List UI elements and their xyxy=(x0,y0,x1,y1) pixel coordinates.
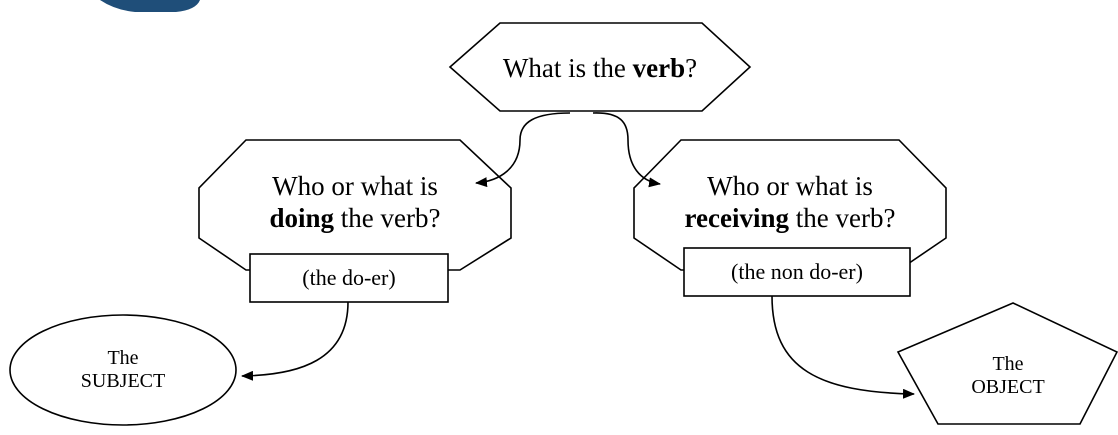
receiver-label-box xyxy=(683,247,911,297)
object-line1: The xyxy=(992,353,1024,375)
doer-question-line2: doing the verb? xyxy=(269,203,441,234)
verb-question-hexagon xyxy=(448,22,752,112)
receiver-question-line1: Who or what is xyxy=(707,171,873,201)
doer-question-text: Who or what is doing the verb? xyxy=(205,170,505,235)
object-text: The OBJECT xyxy=(928,353,1088,399)
logo-fragment xyxy=(100,0,200,12)
receiver-question-line2: receiving the verb? xyxy=(684,203,896,234)
arrow-receiver-to-object xyxy=(771,295,915,399)
doer-label-box xyxy=(249,253,449,303)
doer-label: (the do-er) xyxy=(302,265,396,290)
subject-text: The SUBJECT xyxy=(10,347,236,393)
subject-line1: The xyxy=(107,347,139,369)
doer-question-octagon xyxy=(198,139,512,271)
arrow-verb-to-doer xyxy=(475,112,571,188)
verb-question-text: What is the verb? xyxy=(502,53,698,83)
object-line2: OBJECT xyxy=(971,376,1045,398)
arrow-doer-to-subject xyxy=(241,301,349,381)
subject-ellipse xyxy=(9,314,237,426)
doer-question-line1: Who or what is xyxy=(272,171,438,201)
receiver-question-text: Who or what is receiving the verb? xyxy=(640,170,940,235)
subject-line2: SUBJECT xyxy=(80,370,166,392)
receiver-label: (the non do-er) xyxy=(731,259,863,284)
object-pentagon xyxy=(896,302,1118,425)
arrow-verb-to-receiver xyxy=(592,112,661,188)
